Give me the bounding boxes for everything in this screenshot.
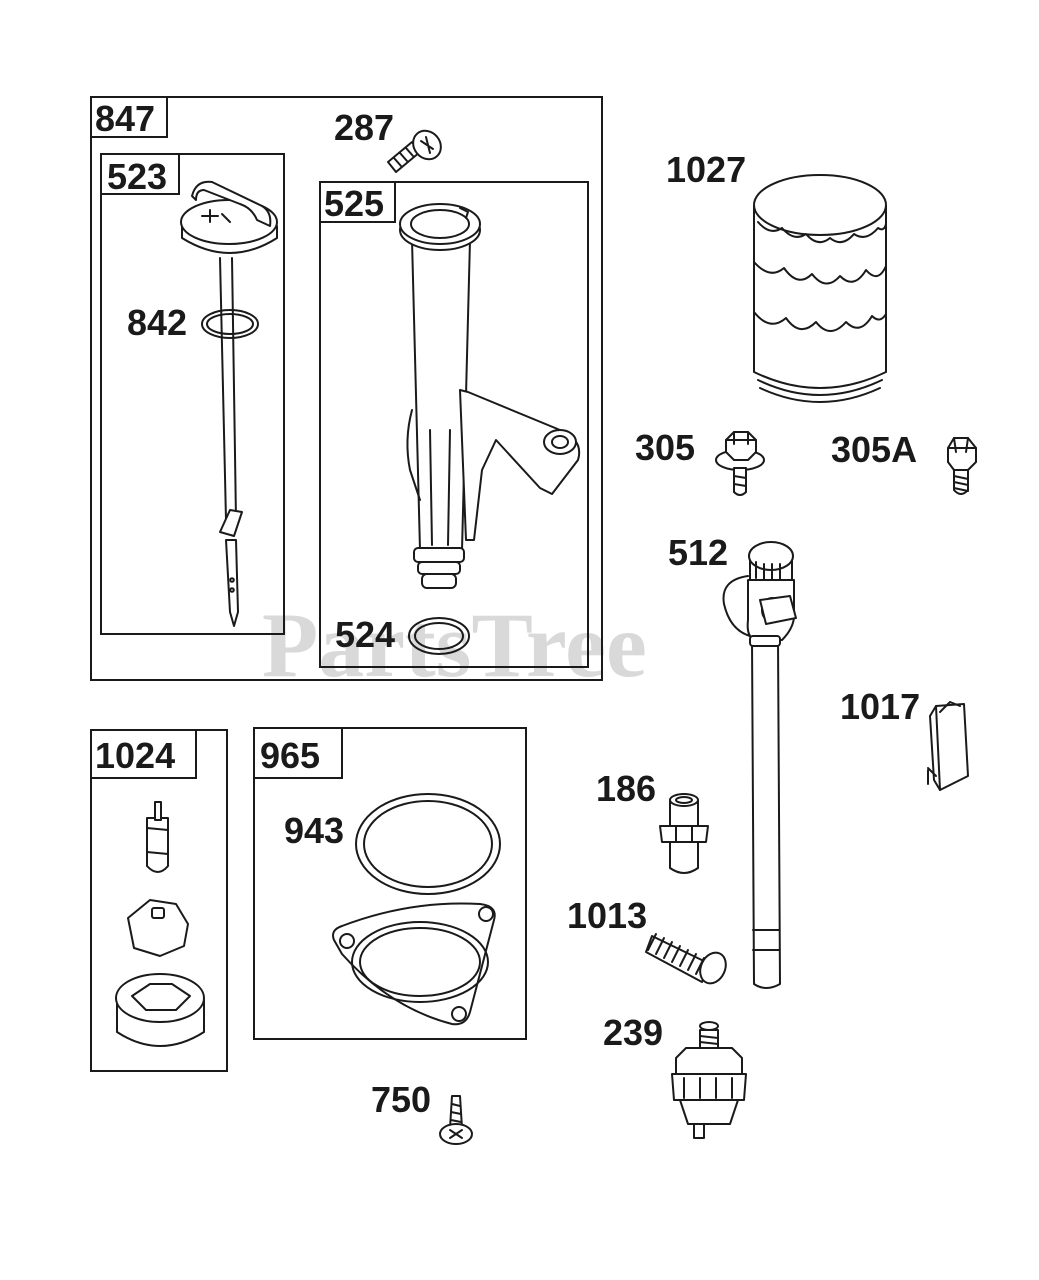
- part-label-943[interactable]: 943: [284, 810, 344, 851]
- part-label-524[interactable]: 524: [335, 614, 395, 655]
- group-965-label[interactable]: 965: [260, 735, 320, 776]
- part-305-bolt[interactable]: [715, 431, 765, 496]
- part-label-305[interactable]: 305: [635, 427, 695, 468]
- part-1024-oil-pump[interactable]: [115, 801, 205, 1047]
- part-1013-spring[interactable]: [645, 933, 731, 988]
- group-523-label[interactable]: 523: [107, 156, 167, 197]
- part-523-dipstick[interactable]: [180, 180, 278, 627]
- part-943-oring[interactable]: [355, 793, 501, 895]
- group-847: 847: [90, 96, 603, 681]
- part-512-tube-assembly[interactable]: [722, 541, 797, 989]
- part-305A-bolt[interactable]: [947, 437, 977, 495]
- part-label-239[interactable]: 239: [603, 1012, 663, 1053]
- part-label-1017[interactable]: 1017: [840, 686, 920, 727]
- group-1024: 1024: [90, 729, 228, 1072]
- part-842-oring[interactable]: [201, 309, 259, 339]
- part-1017-bracket[interactable]: [927, 701, 969, 791]
- part-label-287[interactable]: 287: [334, 107, 394, 148]
- part-label-842[interactable]: 842: [127, 302, 187, 343]
- part-965-gasket[interactable]: [332, 902, 496, 1026]
- group-847-label[interactable]: 847: [95, 98, 155, 139]
- part-label-750[interactable]: 750: [371, 1079, 431, 1120]
- part-239-pressure-switch[interactable]: [671, 1021, 747, 1139]
- part-label-1027[interactable]: 1027: [666, 149, 746, 190]
- part-label-512[interactable]: 512: [668, 532, 728, 573]
- part-1027-filter[interactable]: [753, 174, 887, 403]
- part-287-screw[interactable]: [387, 125, 447, 173]
- part-186-fitting[interactable]: [659, 793, 709, 874]
- group-523: 523: [100, 153, 285, 635]
- group-525-label[interactable]: 525: [324, 183, 384, 224]
- part-525-tube[interactable]: [399, 203, 581, 589]
- part-label-305A[interactable]: 305A: [831, 429, 917, 470]
- part-524-gasket[interactable]: [408, 617, 470, 655]
- group-525: 525: [319, 181, 589, 668]
- part-label-186[interactable]: 186: [596, 768, 656, 809]
- group-965: 965: [253, 727, 527, 1040]
- group-1024-label[interactable]: 1024: [95, 735, 175, 776]
- part-750-screw[interactable]: [439, 1095, 473, 1145]
- part-label-1013[interactable]: 1013: [567, 895, 647, 936]
